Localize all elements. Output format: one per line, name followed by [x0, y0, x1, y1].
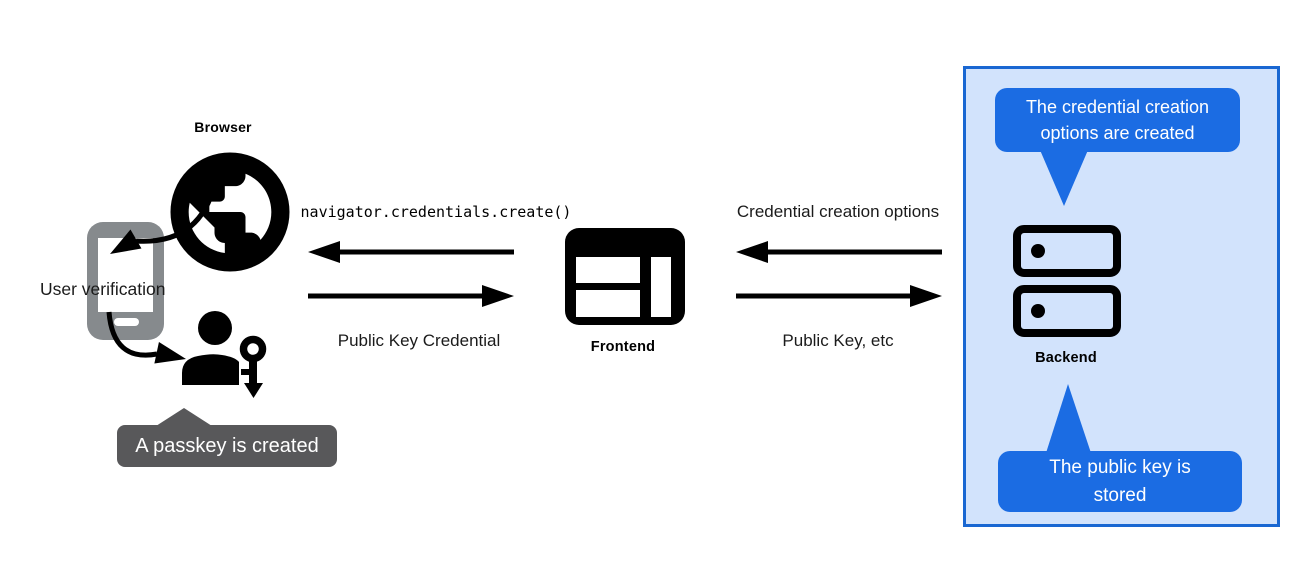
public-key-stored-callout-tail: [1046, 384, 1091, 453]
credential-creation-options-label: Credential creation options: [736, 202, 940, 221]
frontend-window-icon: [565, 228, 685, 325]
create-call-label: navigator.credentials.create(): [300, 203, 572, 221]
credential-options-callout-text: The credential creation options are crea…: [1025, 96, 1210, 143]
arrow-browser-to-frontend: [308, 285, 514, 307]
passkey-callout-tail: [156, 408, 212, 426]
credential-options-callout-tail: [1040, 150, 1088, 206]
person-key-icon: [182, 311, 267, 398]
passkey-callout-text: A passkey is created: [135, 434, 319, 457]
arrow-frontend-to-browser: [308, 241, 514, 263]
credential-options-callout: The credential creation options are crea…: [995, 88, 1240, 152]
browser-label: Browser: [194, 119, 252, 135]
arrow-backend-to-frontend: [736, 241, 942, 263]
backend-label: Backend: [1035, 350, 1097, 366]
arrow-frontend-to-backend: [736, 285, 942, 307]
user-verification-label: User verification: [40, 279, 166, 299]
public-key-stored-callout: The public key is stored: [998, 451, 1242, 512]
backend-server-icon: [1013, 225, 1121, 337]
globe-icon: [170, 152, 290, 272]
passkey-callout: A passkey is created: [117, 425, 337, 467]
public-key-credential-label: Public Key Credential: [337, 331, 501, 350]
frontend-label: Frontend: [590, 339, 656, 355]
backend-panel: The credential creation options are crea…: [963, 66, 1280, 527]
public-key-etc-label: Public Key, etc: [782, 331, 894, 350]
public-key-stored-callout-text: The public key is stored: [1049, 456, 1191, 506]
